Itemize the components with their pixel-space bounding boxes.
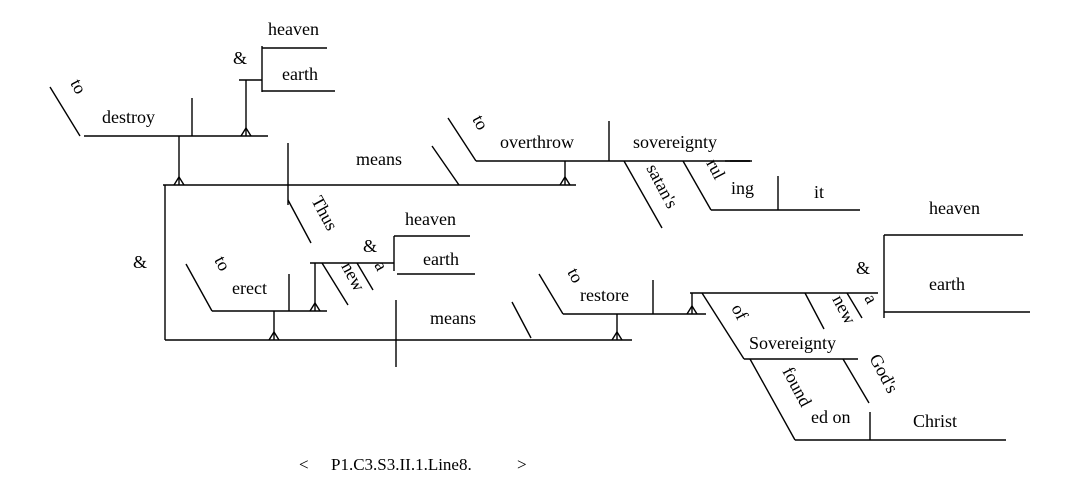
slant-means-2 — [511, 301, 532, 339]
slant-means-1 — [431, 145, 460, 186]
word-thus: Thus — [307, 192, 342, 233]
caret-object-1 — [240, 126, 252, 137]
next-line-link[interactable]: > — [517, 455, 527, 474]
word-new-2: new — [828, 291, 860, 327]
caret-overthrow — [559, 175, 571, 186]
word-overthrow: overthrow — [500, 132, 574, 152]
prev-line-link[interactable]: < — [299, 455, 309, 474]
slant-to-1 — [49, 86, 81, 137]
word-christ: Christ — [913, 411, 957, 431]
slant-a-2 — [846, 292, 863, 319]
word-destroy: destroy — [102, 107, 155, 127]
slant-found — [749, 358, 796, 441]
word-conj-and-2: & — [363, 236, 377, 256]
word-to-4: to — [563, 264, 587, 286]
word-found: found — [778, 363, 815, 409]
word-to-2: to — [468, 111, 492, 133]
word-earth-1: earth — [282, 64, 318, 84]
word-conj-and-3: & — [856, 258, 870, 278]
word-sovereignty-2: Sovereignty — [749, 333, 836, 353]
slant-new-1 — [321, 262, 349, 306]
word-means-2: means — [430, 308, 476, 328]
word-heaven-2: heaven — [405, 209, 456, 229]
word-ed-on: ed on — [811, 407, 851, 427]
slant-thus — [287, 199, 312, 244]
word-heaven-3: heaven — [929, 198, 980, 218]
word-new-1: new — [337, 258, 369, 294]
caret-destroy — [173, 175, 185, 186]
word-gods: God's — [865, 350, 902, 396]
slant-new-2 — [804, 292, 825, 330]
word-sovereignty-1: sovereignty — [633, 132, 717, 152]
caret-object-2 — [309, 301, 321, 312]
word-heaven-1: heaven — [268, 19, 319, 39]
word-rul: rul — [702, 155, 729, 182]
slant-a-1 — [356, 262, 374, 291]
slant-satans — [623, 160, 663, 229]
line-reference: P1.C3.S3.II.1.Line8. — [331, 455, 472, 474]
diagram-lines — [49, 46, 1030, 441]
caret-restore — [611, 330, 623, 341]
slant-to-2 — [447, 117, 477, 162]
word-conj-and-left: & — [133, 252, 147, 272]
word-a-1: a — [370, 257, 391, 273]
slant-gods — [842, 358, 870, 404]
slant-to-4 — [538, 273, 564, 315]
slant-to-3 — [185, 263, 213, 312]
word-means-1: means — [356, 149, 402, 169]
caret-erect — [268, 330, 280, 341]
slant-rul — [682, 160, 712, 211]
caret-object-3 — [686, 304, 698, 315]
word-of: of — [727, 300, 752, 323]
slant-of — [701, 292, 745, 360]
word-conj-and-1: & — [233, 48, 247, 68]
word-earth-2: earth — [423, 249, 459, 269]
word-restore: restore — [580, 285, 629, 305]
word-to-1: to — [66, 75, 90, 97]
word-ing: ing — [731, 178, 754, 198]
word-erect: erect — [232, 278, 267, 298]
word-to-3: to — [210, 252, 234, 274]
word-earth-3: earth — [929, 274, 965, 294]
word-it: it — [814, 182, 824, 202]
